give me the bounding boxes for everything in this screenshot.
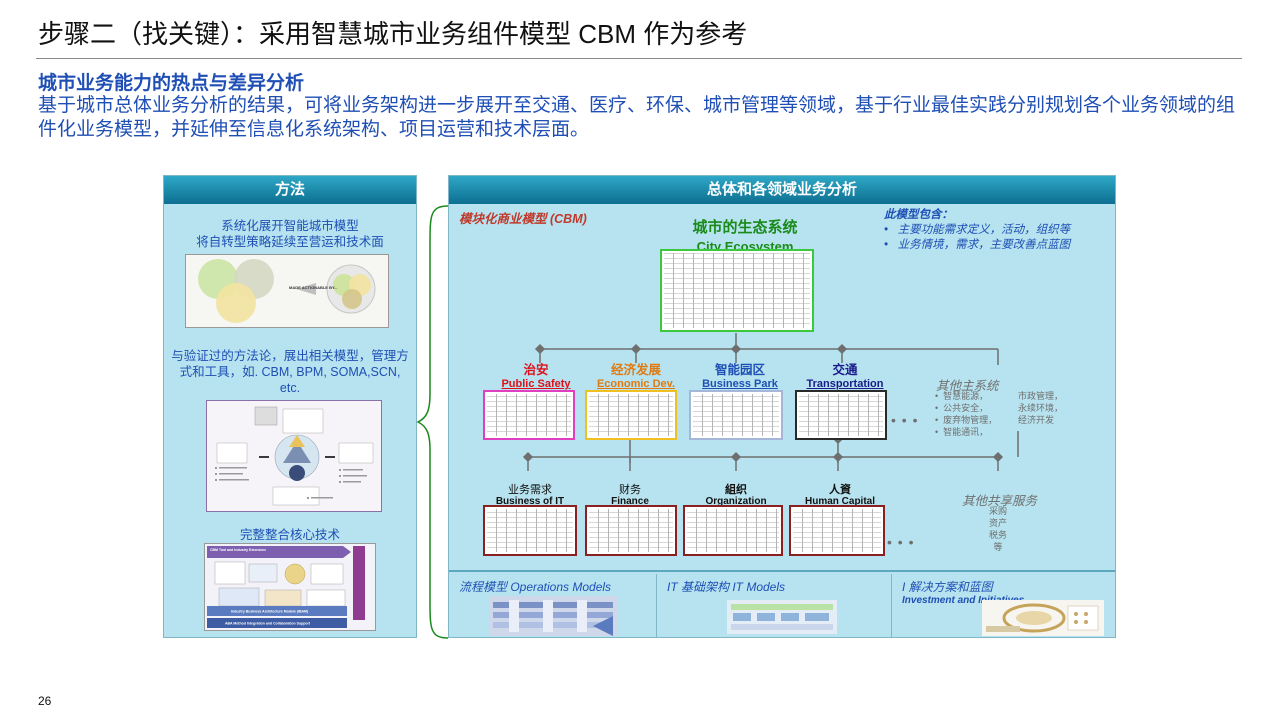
other-systems-title: 其他主系统	[936, 379, 999, 393]
other-systems-list-2: 市政管理， 永续环境， 经济开发	[1018, 391, 1064, 425]
method-text-2: 与验证过的方法论，展出相关模型，管理方式和工具，如. CBM, BPM, SOM…	[171, 349, 409, 395]
slide-title: 步骤二（找关键）：采用智慧城市业务组件模型 CBM 作为参考	[38, 19, 748, 49]
economic-dev-grid	[585, 390, 677, 440]
finance-grid	[585, 505, 677, 556]
curly-brace-connector	[416, 205, 449, 639]
transportation-grid	[795, 390, 887, 440]
roadmap-graphic	[982, 600, 1104, 636]
ibam-caption: Industry Business Architecture Models (I…	[231, 610, 308, 614]
investment-initiatives-cell: I 解决方案和蓝图 Investment and Initiatives	[892, 574, 1115, 638]
business-it-cn: 业务需求	[508, 484, 552, 496]
smart-city-model-diagram: MADE ACTIONABLE BY...	[185, 254, 389, 328]
city-ecosystem-grid	[660, 249, 814, 332]
domain-public-safety: 治安 Public Safety	[501, 363, 571, 390]
venn-caption: MADE ACTIONABLE BY...	[289, 285, 338, 290]
domain-economic-dev: 经济发展 Economic Dev.	[596, 363, 676, 390]
human-capital-grid	[789, 505, 885, 556]
human-capital-en: Human Capital	[804, 496, 875, 507]
domains-ellipsis: • • •	[891, 412, 919, 428]
analysis-panel-header: 总体和各领域业务分析	[449, 176, 1115, 204]
it-models-cell: IT 基础架构 IT Models	[657, 574, 892, 638]
finance-en: Finance	[611, 496, 649, 507]
method-panel: 方法 系统化展开智能城市模型 将自转型策略延续至营运和技术面 MADE ACTI…	[163, 175, 417, 638]
business-it-en: Business of IT	[495, 496, 565, 507]
organization-cn: 組织	[725, 484, 747, 496]
domain-business-park: 智能园区 Business Park	[702, 363, 778, 390]
human-capital-cn: 人資	[829, 484, 851, 496]
operations-model-graphic	[489, 596, 617, 636]
methodology-diagram	[206, 400, 382, 512]
aba-caption: ABA Method Integration and Collaboration…	[225, 622, 311, 626]
business-ellipsis: • • •	[887, 534, 915, 550]
intro-paragraph: 基于城市总体业务分析的结果，可将业务架构进一步展开至交通、医疗、环保、城市管理等…	[38, 95, 1236, 140]
other-systems-list-1: • 智慧能源， • 公共安全， • 废弃物管理， • 智能通讯，	[935, 391, 998, 437]
domain-transportation: 交通 Transportation	[806, 363, 884, 390]
models-row: 流程模型 Operations Models IT 基础架构 IT Models…	[449, 570, 1115, 638]
methodology-graphic	[207, 401, 381, 511]
method-text-3: 完整整合核心技术	[239, 528, 340, 542]
model-includes: 此模型包含： • 主要功能需求定义，活动，组织等 • 业务情境，需求，主要改善点…	[884, 208, 1114, 253]
method-panel-header: 方法	[164, 176, 416, 204]
operations-models-cell: 流程模型 Operations Models	[449, 574, 657, 638]
business-it-grid	[483, 505, 577, 556]
method-text-1: 系统化展开智能城市模型 将自转型策略延续至营运和技术面	[196, 219, 384, 249]
business-park-grid	[689, 390, 783, 440]
shared-services-title: 其他共享服务	[962, 494, 1038, 508]
cbm-label: 模块化商业模型 (CBM)	[459, 212, 587, 226]
page-number: 26	[38, 694, 52, 708]
tool-extension-caption: CBM Tool and Industry Extension	[210, 548, 266, 552]
core-technology-graphic: CBM Tool and Industry Extension Industry…	[205, 544, 375, 630]
organization-en: Organization	[705, 496, 767, 507]
model-includes-item: • 业务情境，需求，主要改善点蓝图	[884, 239, 1071, 251]
model-includes-item: • 主要功能需求定义，活动，组织等	[884, 224, 1071, 236]
shared-services-list: 采购 资产 税务 等	[988, 506, 1007, 552]
core-technology-diagram: CBM Tool and Industry Extension Industry…	[204, 543, 376, 631]
section-heading: 城市业务能力的热点与差异分析	[38, 73, 305, 94]
city-ecosystem-cn: 城市的生态系统	[692, 219, 798, 236]
title-divider	[36, 58, 1242, 59]
it-model-graphic	[727, 600, 837, 634]
organization-grid	[683, 505, 783, 556]
public-safety-grid	[483, 390, 575, 440]
finance-cn: 财务	[619, 484, 641, 496]
venn-diagram-graphic: MADE ACTIONABLE BY...	[198, 259, 376, 323]
model-includes-title: 此模型包含：	[884, 209, 953, 221]
